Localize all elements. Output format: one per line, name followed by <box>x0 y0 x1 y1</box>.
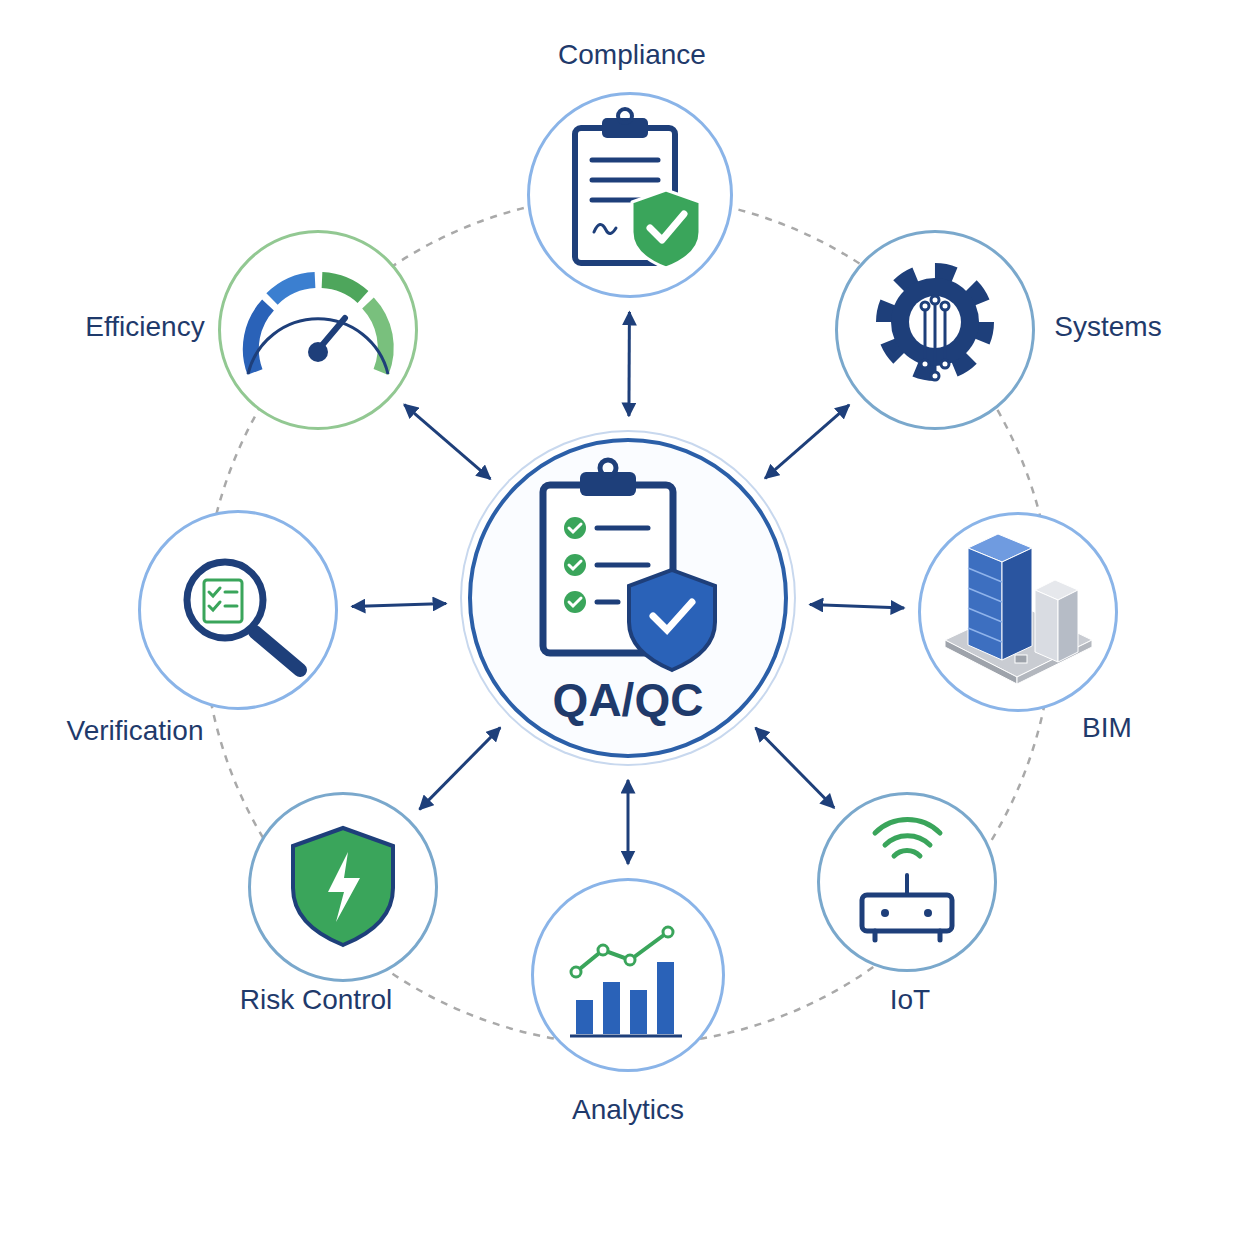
topic-label: IoT <box>890 985 930 1016</box>
topic-label: Analytics <box>572 1095 684 1126</box>
topic-label: BIM <box>1082 713 1132 744</box>
topic-circle: IoT <box>817 792 997 972</box>
building-icon <box>945 534 1092 684</box>
topic-circle: Verification <box>138 510 338 710</box>
gear-icon <box>885 272 985 380</box>
router-icon <box>862 820 952 940</box>
double-arrow <box>756 728 835 808</box>
center-circle: QA/QC <box>468 438 788 758</box>
topic-circle: Systems <box>835 230 1035 430</box>
compliance-icon <box>575 109 700 268</box>
topic-circle: Analytics <box>531 878 725 1072</box>
magnifier-icon <box>187 562 300 670</box>
topic-circle: Efficiency <box>218 230 418 430</box>
connector-group <box>352 312 904 864</box>
gauge-icon <box>248 280 388 374</box>
chart-icon <box>570 927 682 1036</box>
topic-circle: Risk Control <box>248 792 438 982</box>
shield-icon <box>293 828 393 945</box>
topic-label: Risk Control <box>240 985 392 1016</box>
double-arrow <box>765 405 849 478</box>
double-arrow <box>627 312 631 416</box>
double-arrow <box>627 780 630 864</box>
double-arrow <box>420 728 501 810</box>
double-arrow <box>810 605 904 608</box>
topic-label: Verification <box>67 716 204 747</box>
center-title: QA/QC <box>553 675 704 726</box>
double-arrow <box>352 604 446 607</box>
topic-label: Systems <box>1054 312 1161 343</box>
topic-circle: Compliance <box>527 92 733 298</box>
double-arrow <box>404 405 490 479</box>
center-clipboard-icon <box>543 460 715 670</box>
topic-label: Compliance <box>558 40 706 71</box>
topic-label: Efficiency <box>85 312 204 343</box>
topic-circle: BIM <box>918 512 1118 712</box>
